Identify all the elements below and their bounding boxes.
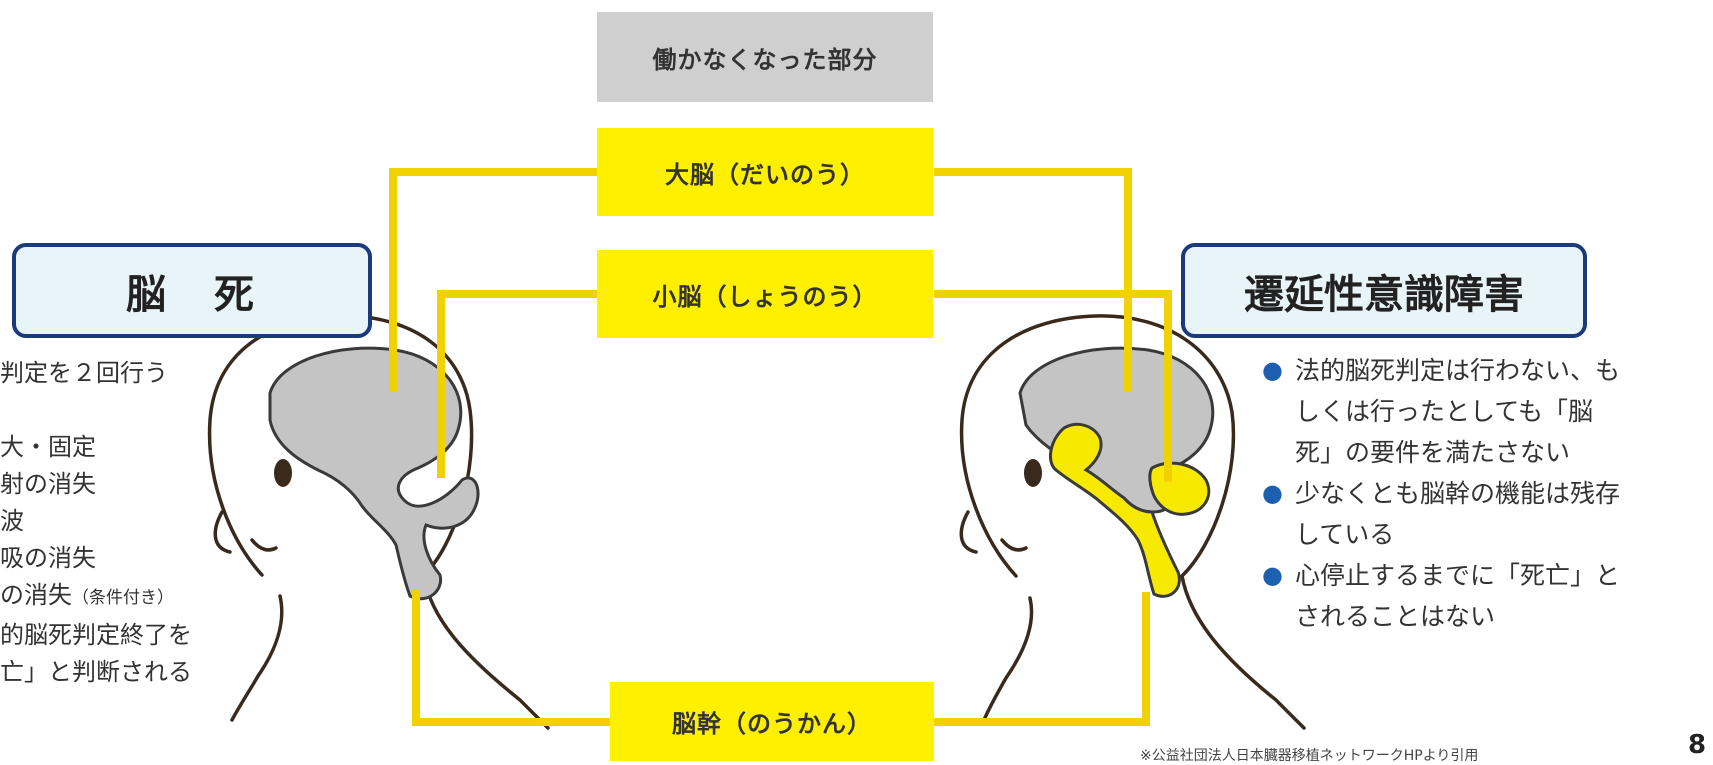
connector-cerebrum-right (934, 168, 1132, 392)
criteria-line: 吸の消失 (0, 544, 96, 572)
criteria-line: 大・固定 (0, 433, 96, 461)
connector-cerebellum-right (934, 290, 1172, 482)
criteria-spacer (0, 392, 192, 429)
left-brain (268, 346, 480, 601)
criteria-line: 波 (0, 507, 24, 535)
bullet-continuation: しくは行ったとしても「脳 (1295, 397, 1594, 426)
brainstem-box: 脳幹（のうかん） (610, 682, 934, 761)
bullet-continuation: されることはない (1295, 602, 1496, 631)
persistent-vegetative-title-box: 遷延性意識障害 (1181, 243, 1587, 338)
connector-cerebrum-left (389, 168, 600, 392)
criteria-line: 的脳死判定終了を (0, 621, 192, 649)
criteria-line-with-note: の消失（条件付き） (0, 577, 192, 617)
criteria-line: の消失 (0, 581, 72, 609)
bullet-item: ● 法的脳死判定は行わない、も (1262, 350, 1620, 391)
connector-cerebellum-left (437, 290, 600, 478)
cerebrum-box: 大脳（だいのう） (597, 128, 933, 216)
criteria-line: 射の消失 (0, 470, 96, 498)
right-head-eye (1024, 459, 1042, 487)
page-number: 8 (1688, 730, 1707, 760)
criteria-line: 判定を２回行う (0, 359, 168, 387)
persistent-vegetative-bullets: ●法的脳死判定は行わない、も しくは行ったとしても「脳 死」の要件を満たさない … (1262, 350, 1620, 637)
cerebrum-label: 大脳（だいのう） (665, 160, 865, 189)
bullet-icon: ● (1262, 561, 1283, 589)
criteria-line: 亡」と判断される (0, 658, 192, 686)
left-head-eye (274, 459, 292, 487)
cerebellum-box: 小脳（しょうのう） (597, 250, 933, 338)
bullet-icon: ● (1262, 479, 1283, 507)
bullet-text: 法的脳死判定は行わない、も (1295, 356, 1621, 385)
bullet-text: 心停止するまでに「死亡」と (1295, 561, 1621, 590)
connector-brainstem-left (412, 590, 610, 726)
connector-lines (389, 168, 1172, 726)
right-brain (1018, 346, 1215, 598)
inactive-part-header-label: 働かなくなった部分 (652, 45, 878, 74)
inactive-part-header: 働かなくなった部分 (597, 12, 933, 102)
brain-death-title-box: 脳 死 (12, 243, 372, 338)
condition-note: （条件付き） (72, 588, 174, 608)
bullet-item: ● 心停止するまでに「死亡」と (1262, 555, 1620, 596)
right-head-illustration (959, 314, 1306, 730)
cerebellum-label: 小脳（しょうのう） (652, 282, 878, 311)
bullet-icon: ● (1262, 356, 1283, 384)
bullet-item: ● 少なくとも脳幹の機能は残存 (1262, 473, 1620, 514)
bullet-continuation: している (1295, 520, 1395, 549)
brain-death-criteria: 判定を２回行う 大・固定 射の消失 波 吸の消失 の消失（条件付き） 的脳死判定… (0, 355, 192, 691)
persistent-vegetative-title: 遷延性意識障害 (1244, 271, 1524, 318)
connector-brainstem-right (934, 592, 1150, 726)
brainstem-label: 脳幹（のうかん） (672, 710, 872, 738)
bullet-text: 少なくとも脳幹の機能は残存 (1295, 479, 1621, 508)
source-citation: ※公益社団法人日本臓器移植ネットワークHPより引用 (1140, 748, 1479, 764)
brain-death-title: 脳 死 (126, 271, 258, 318)
bullet-continuation: 死」の要件を満たさない (1295, 438, 1571, 467)
